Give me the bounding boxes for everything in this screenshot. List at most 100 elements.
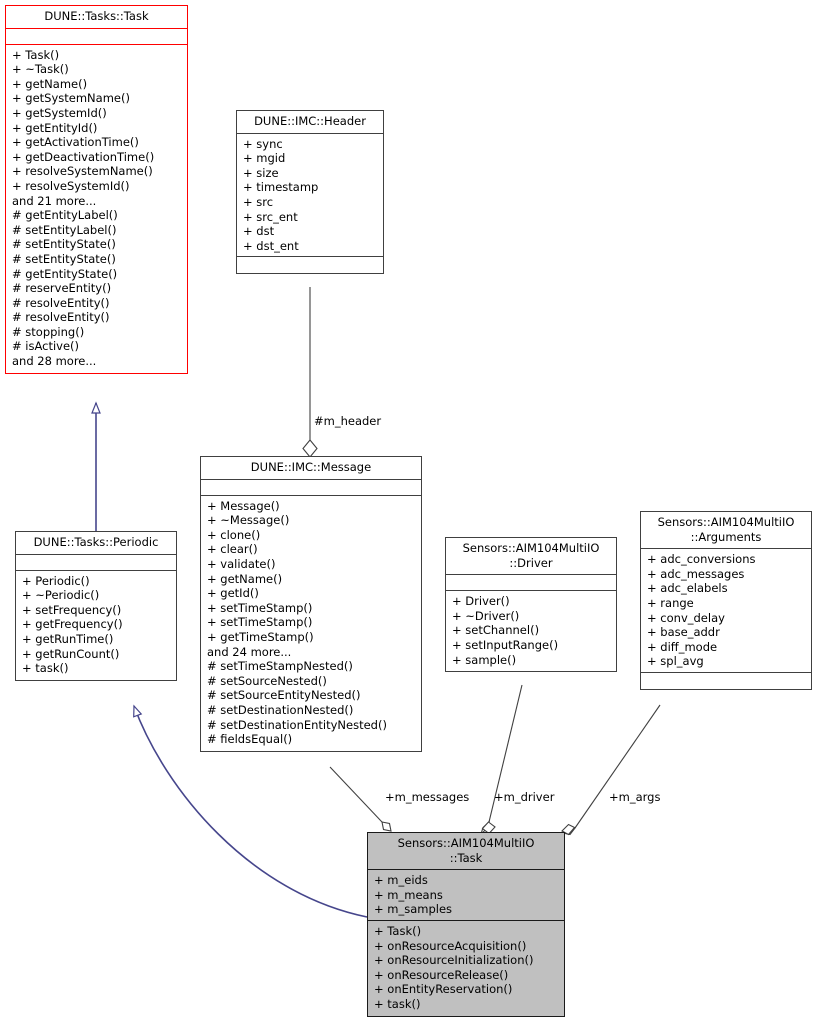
- class-operations: + Task()+ onResourceAcquisition()+ onRes…: [368, 921, 564, 1016]
- class-member-row: + timestamp: [243, 180, 319, 195]
- class-member-row: + adc_messages: [647, 566, 745, 581]
- class-member-row: + diff_mode: [647, 639, 718, 654]
- class-member-row: + sample(): [452, 652, 517, 667]
- class-member-row: + getTimeStamp(): [207, 629, 314, 644]
- class-title: Sensors::AIM104MultiIO ::Driver: [446, 538, 616, 576]
- class-member-row: # setSourceNested(): [207, 673, 327, 688]
- class-box-aim104-task[interactable]: Sensors::AIM104MultiIO ::Task + m_eids+ …: [367, 832, 565, 1017]
- class-box-aim104-driver[interactable]: Sensors::AIM104MultiIO ::Driver + Driver…: [445, 537, 617, 673]
- class-member-row: + ~Task(): [12, 62, 69, 77]
- class-member-row: + src: [243, 194, 274, 209]
- class-member-row: + clear(): [207, 542, 258, 557]
- class-title: DUNE::Tasks::Periodic: [16, 532, 176, 555]
- class-member-row: # setEntityLabel(): [12, 222, 117, 237]
- class-member-row: # stopping(): [12, 324, 85, 339]
- class-box-dune-tasks-task[interactable]: DUNE::Tasks::Task + Task()+ ~Task()+ get…: [5, 5, 188, 374]
- class-member-row: + spl_avg: [647, 654, 704, 669]
- class-member-row: + setTimeStamp(): [207, 600, 313, 615]
- class-attributes: [446, 575, 616, 592]
- class-operations: + Periodic()+ ~Periodic()+ setFrequency(…: [16, 571, 176, 680]
- class-member-row: + adc_elabels: [647, 581, 728, 596]
- class-member-row: + Task(): [12, 47, 60, 62]
- class-member-row: # setEntityState(): [12, 251, 116, 266]
- class-member-row: + clone(): [207, 527, 261, 542]
- class-member-row: + getActivationTime(): [12, 135, 139, 150]
- class-member-row: + Task(): [374, 923, 422, 938]
- class-member-row: + getId(): [207, 586, 259, 601]
- class-member-row: + getFrequency(): [22, 617, 123, 632]
- class-member-row: # resolveEntity(): [12, 310, 110, 325]
- class-member-row: # reserveEntity(): [12, 281, 112, 296]
- class-member-row: and 24 more...: [207, 644, 292, 659]
- class-member-row: + onResourceAcquisition(): [374, 938, 527, 953]
- class-box-aim104-arguments[interactable]: Sensors::AIM104MultiIO ::Arguments + adc…: [640, 511, 812, 690]
- class-title: Sensors::AIM104MultiIO ::Task: [368, 833, 564, 871]
- class-member-row: + sync: [243, 136, 283, 151]
- class-member-row: + setChannel(): [452, 623, 540, 638]
- class-title: DUNE::IMC::Header: [237, 111, 383, 134]
- class-member-row: + adc_conversions: [647, 552, 756, 567]
- class-member-row: + Message(): [207, 498, 280, 513]
- edge-aggregation-m-driver: [479, 684, 523, 836]
- class-member-row: # setTimeStampNested(): [207, 659, 353, 674]
- class-member-row: + Driver(): [452, 594, 510, 609]
- class-member-row: + size: [243, 165, 279, 180]
- class-member-row: + dst_ent: [243, 238, 299, 253]
- class-member-row: # fieldsEqual(): [207, 732, 293, 747]
- class-title: Sensors::AIM104MultiIO ::Arguments: [641, 512, 811, 550]
- class-title: DUNE::IMC::Message: [201, 457, 421, 480]
- edge-label-m-driver: +m_driver: [494, 790, 555, 804]
- class-member-row: + getName(): [12, 76, 88, 91]
- class-member-row: # getEntityState(): [12, 266, 118, 281]
- class-member-row: + Periodic(): [22, 573, 90, 588]
- class-operations: + Message()+ ~Message()+ clone()+ clear(…: [201, 496, 421, 751]
- edge-aggregation-m-messages: [329, 766, 392, 832]
- class-member-row: + onResourceInitialization(): [374, 953, 534, 968]
- class-member-row: + validate(): [207, 556, 276, 571]
- class-member-row: and 28 more...: [12, 354, 97, 369]
- class-member-row: + getSystemId(): [12, 105, 107, 120]
- class-member-row: + m_samples: [374, 902, 453, 917]
- class-member-row: # setSourceEntityNested(): [207, 688, 361, 703]
- class-operations: + Driver()+ ~Driver()+ setChannel()+ set…: [446, 591, 616, 671]
- class-member-row: + task(): [374, 996, 421, 1011]
- class-member-row: # setEntityState(): [12, 237, 116, 252]
- class-title: DUNE::Tasks::Task: [6, 6, 187, 29]
- class-box-dune-tasks-periodic[interactable]: DUNE::Tasks::Periodic + Periodic()+ ~Per…: [15, 531, 177, 681]
- class-member-row: + dst: [243, 224, 275, 239]
- class-box-dune-imc-message[interactable]: DUNE::IMC::Message + Message()+ ~Message…: [200, 456, 422, 752]
- class-member-row: + getName(): [207, 571, 283, 586]
- class-member-row: + setFrequency(): [22, 602, 122, 617]
- edge-aggregation-m-args: [561, 704, 661, 836]
- class-attributes: [16, 555, 176, 571]
- class-member-row: + base_addr: [647, 625, 720, 640]
- class-attributes: [6, 29, 187, 45]
- class-member-row: + ~Message(): [207, 513, 290, 528]
- class-member-row: + getDeactivationTime(): [12, 149, 155, 164]
- class-operations: [237, 257, 383, 273]
- class-member-row: + ~Periodic(): [22, 588, 100, 603]
- class-attributes: + adc_conversions+ adc_messages+ adc_ela…: [641, 549, 811, 673]
- class-member-row: and 21 more...: [12, 193, 97, 208]
- edge-label-m-messages: +m_messages: [385, 790, 470, 804]
- class-member-row: + conv_delay: [647, 610, 725, 625]
- class-member-row: # setDestinationEntityNested(): [207, 717, 387, 732]
- class-member-row: + task(): [22, 661, 69, 676]
- class-member-row: + setInputRange(): [452, 637, 559, 652]
- class-member-row: + setTimeStamp(): [207, 615, 313, 630]
- class-member-row: # setDestinationNested(): [207, 702, 354, 717]
- edge-label-m-args: +m_args: [609, 790, 661, 804]
- class-member-row: # resolveEntity(): [12, 295, 110, 310]
- class-member-row: + mgid: [243, 151, 286, 166]
- class-member-row: + getRunTime(): [22, 631, 114, 646]
- class-operations: [641, 673, 811, 689]
- class-member-row: + getRunCount(): [22, 646, 120, 661]
- class-member-row: + getEntityId(): [12, 120, 98, 135]
- class-member-row: + range: [647, 595, 694, 610]
- class-member-row: + m_eids: [374, 873, 428, 888]
- class-attributes: + m_eids+ m_means+ m_samples: [368, 870, 564, 921]
- class-box-dune-imc-header[interactable]: DUNE::IMC::Header + sync+ mgid+ size+ ti…: [236, 110, 384, 275]
- class-member-row: + src_ent: [243, 209, 298, 224]
- class-member-row: + m_means: [374, 887, 443, 902]
